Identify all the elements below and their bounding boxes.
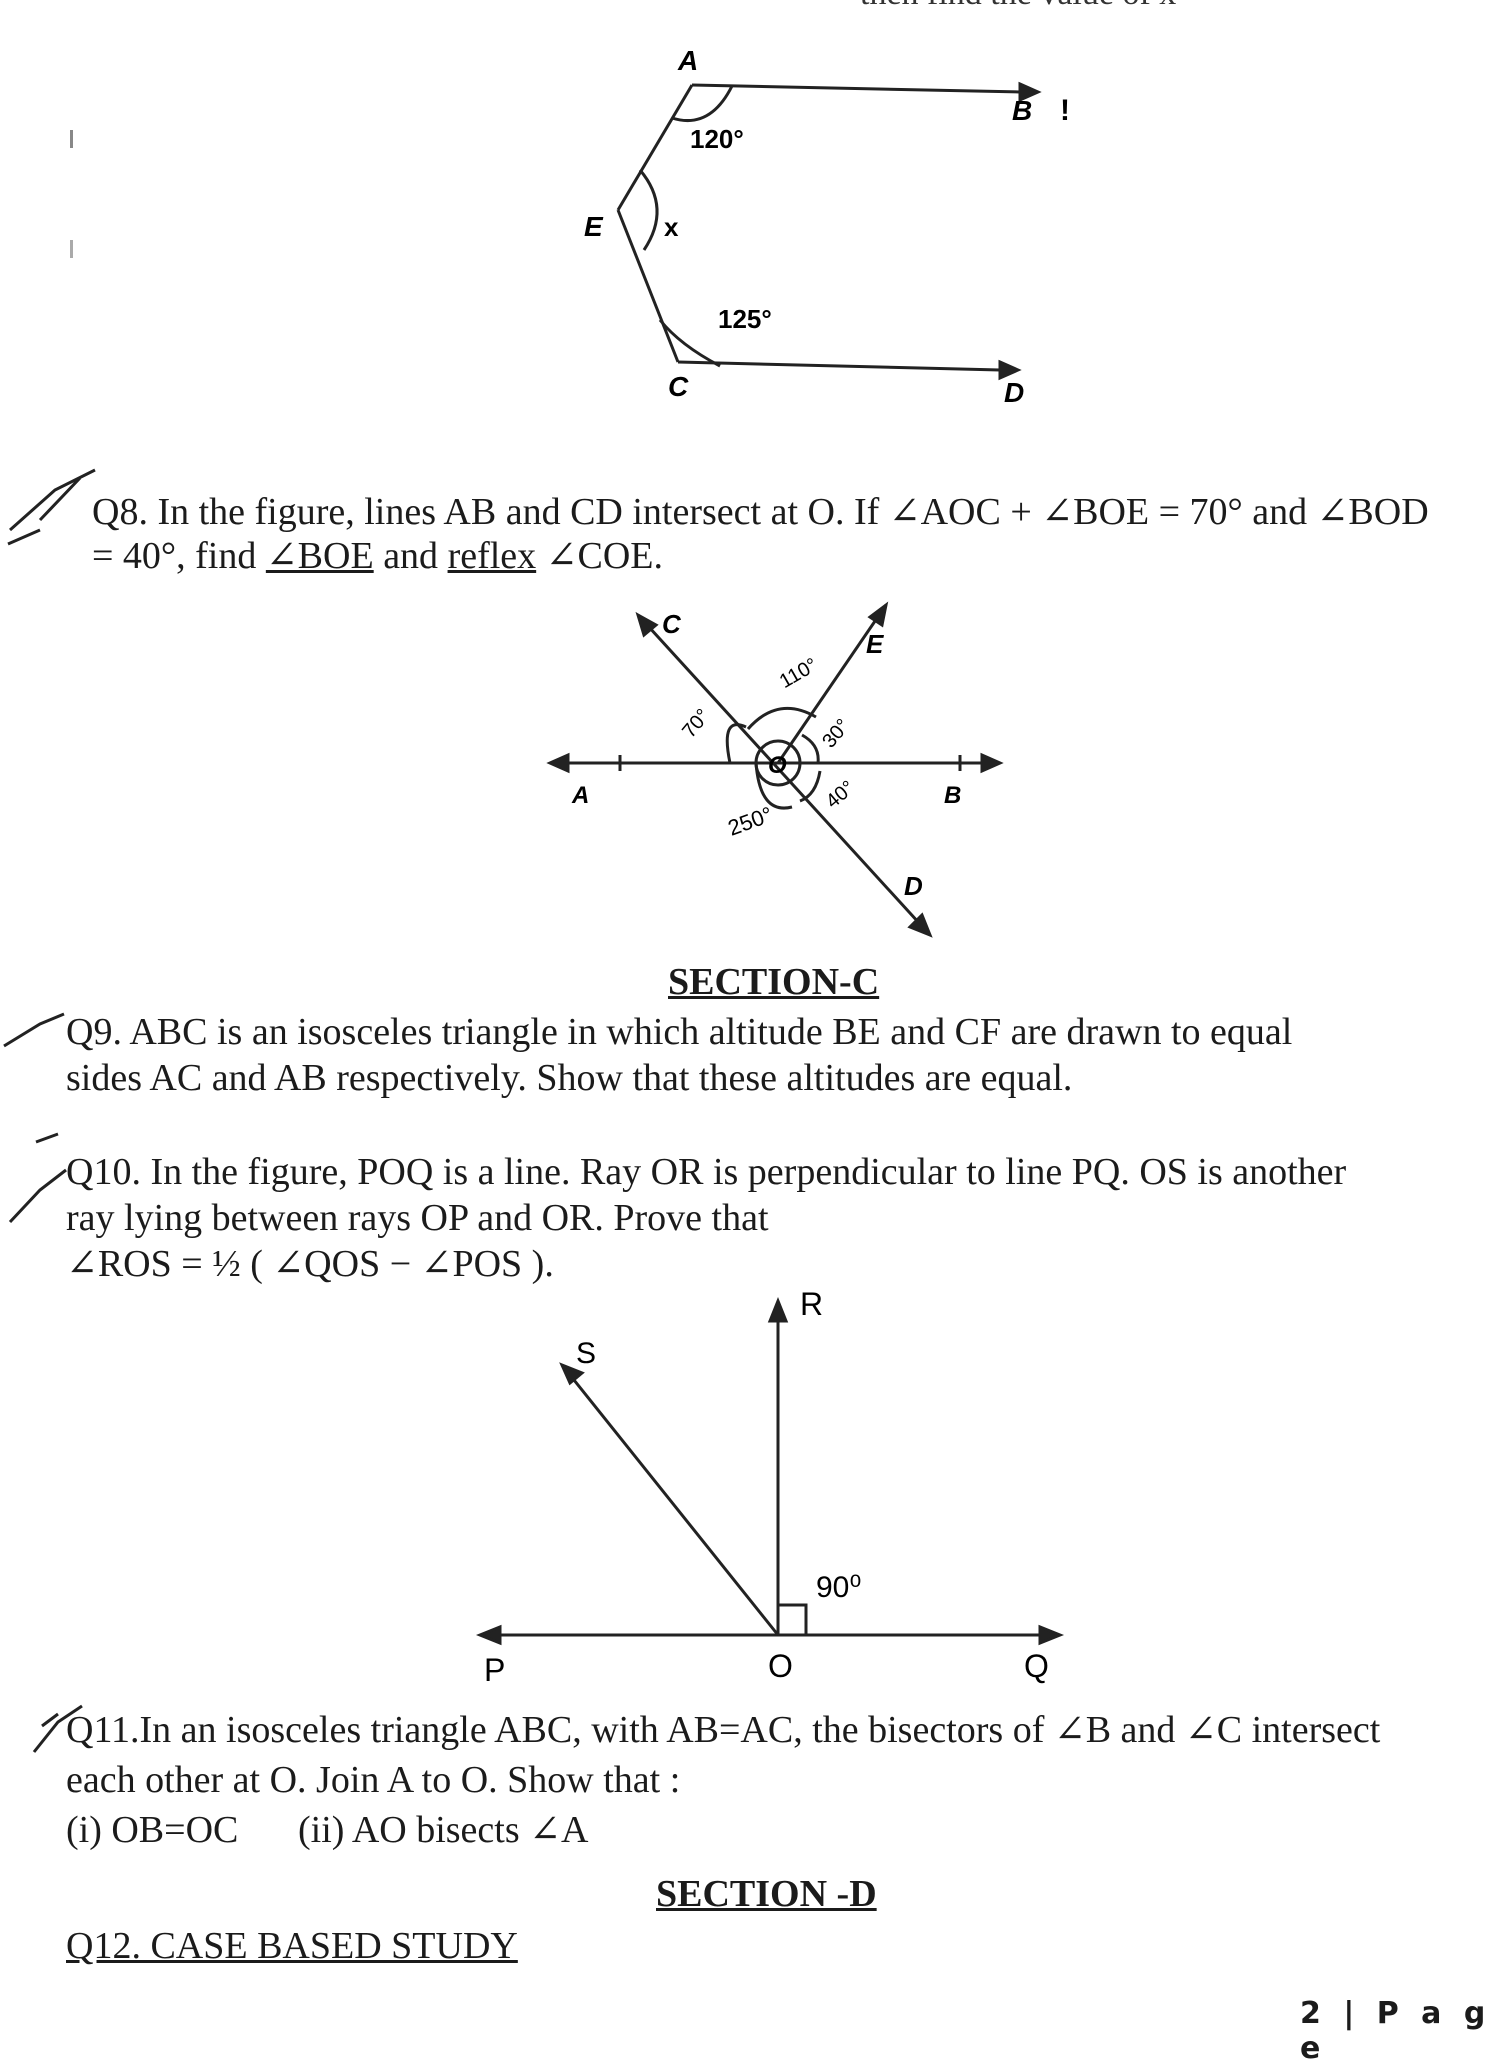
label-o: O (768, 1648, 793, 1684)
q8-l2-c: and (373, 535, 448, 577)
right-angle-mark (778, 1603, 808, 1635)
label-q: Q (1024, 1648, 1049, 1684)
label-c: C (662, 609, 682, 639)
figure-q10: R S 90⁰ P O Q (475, 1286, 1065, 1685)
q11-line1: Q11.In an isosceles triangle ABC, with A… (66, 1709, 1381, 1751)
angle-125: 125° (718, 304, 772, 334)
segment-ae (616, 84, 694, 211)
label-p: P (484, 1652, 505, 1685)
q8-l2-e: ∠COE. (536, 535, 664, 577)
q11-line3a: (i) OB=OC (66, 1809, 239, 1851)
ray-oe (776, 604, 888, 764)
q8-l2-a: = 40°, find (92, 535, 266, 577)
margin-mark (70, 130, 73, 148)
q9-line1: Q9. ABC is an isosceles triangle in whic… (66, 1011, 1293, 1053)
arc-c (658, 319, 721, 368)
label-b: B (944, 782, 961, 809)
figure-q8: C E A B D O 70° 110° 30° 40° 250° (546, 601, 1004, 938)
label-d: D (1004, 377, 1024, 408)
q9-line2: sides AC and AB respectively. Show that … (66, 1057, 1073, 1099)
section-d-heading: SECTION -D (656, 1873, 877, 1915)
arrow-s-icon (559, 1362, 585, 1386)
q8-l2-b: ∠BOE (265, 535, 374, 577)
arc-40 (799, 770, 822, 803)
arrow-a-icon (546, 752, 570, 774)
q8-line2: = 40°, find ∠BOE and reflex ∠COE. (92, 532, 663, 580)
arc-250 (754, 762, 793, 810)
figure-q7: A B ! 120° E x 125° C D (584, 45, 1070, 408)
arrow-d-icon (907, 912, 933, 938)
arrow-b-icon (1018, 81, 1042, 103)
arrow-c-icon (635, 611, 659, 638)
ray-ab (691, 83, 1021, 94)
ray-os (560, 1364, 780, 1636)
arrow-d-icon (998, 359, 1022, 381)
label-s: S (576, 1337, 596, 1370)
q10-line2: ray lying between rays OP and OR. Prove … (66, 1197, 769, 1239)
check-mark-q8 (7, 468, 96, 546)
q8-line1: Q8. In the figure, lines AB and CD inter… (92, 491, 1429, 533)
arc-110 (746, 706, 817, 730)
ray-cd (677, 360, 1001, 372)
angle-30: 30° (818, 715, 854, 752)
angle-90: 90⁰ (816, 1571, 861, 1604)
label-a: A (677, 45, 698, 76)
arrow-b-icon (980, 752, 1004, 774)
section-c-heading: SECTION-C (668, 961, 880, 1003)
q11-line3b: (ii) AO bisects ∠A (298, 1809, 589, 1851)
arc-30 (801, 733, 820, 764)
label-a: A (571, 782, 589, 809)
check-mark-q9 (3, 1012, 65, 1048)
label-o: O (768, 752, 787, 779)
check-mark-q10 (8, 1132, 67, 1224)
arc-e (638, 169, 659, 251)
arrow-p-icon (475, 1624, 502, 1646)
angle-x: x (664, 212, 679, 242)
arrow-q-icon (1038, 1624, 1065, 1646)
q8-l2-d: reflex (447, 535, 537, 577)
cut-off-strokes (200, 0, 760, 11)
q10-line1: Q10. In the figure, POQ is a line. Ray O… (66, 1151, 1347, 1193)
segment-ec (616, 209, 680, 363)
label-c: C (668, 371, 689, 402)
label-e: E (584, 211, 604, 242)
stray-mark: ! (1060, 94, 1070, 127)
angle-250: 250° (724, 802, 775, 841)
arrow-r-icon (767, 1296, 789, 1323)
line-cd (636, 613, 932, 937)
arrow-e-icon (867, 601, 889, 628)
label-e: E (866, 629, 884, 659)
page-number: 2 | P a g e (1300, 1996, 1492, 2066)
angle-110: 110° (776, 654, 822, 693)
q11-line2: each other at O. Join A to O. Show that … (66, 1759, 681, 1801)
label-d: D (904, 871, 923, 901)
arc-70 (725, 723, 747, 764)
angle-40: 40° (822, 777, 859, 813)
angle-120: 120° (690, 124, 744, 154)
label-r: R (800, 1286, 823, 1322)
q10-line3: ∠ROS = ½ ( ∠QOS − ∠POS ). (66, 1243, 554, 1285)
arc-a (671, 85, 734, 123)
angle-70: 70° (678, 705, 714, 742)
q12-heading: Q12. CASE BASED STUDY (66, 1925, 518, 1967)
margin-mark (70, 240, 73, 258)
cut-off-question-text: then find the value of x (860, 0, 1176, 18)
label-b: B (1012, 95, 1032, 126)
check-mark-q11 (32, 1704, 83, 1753)
